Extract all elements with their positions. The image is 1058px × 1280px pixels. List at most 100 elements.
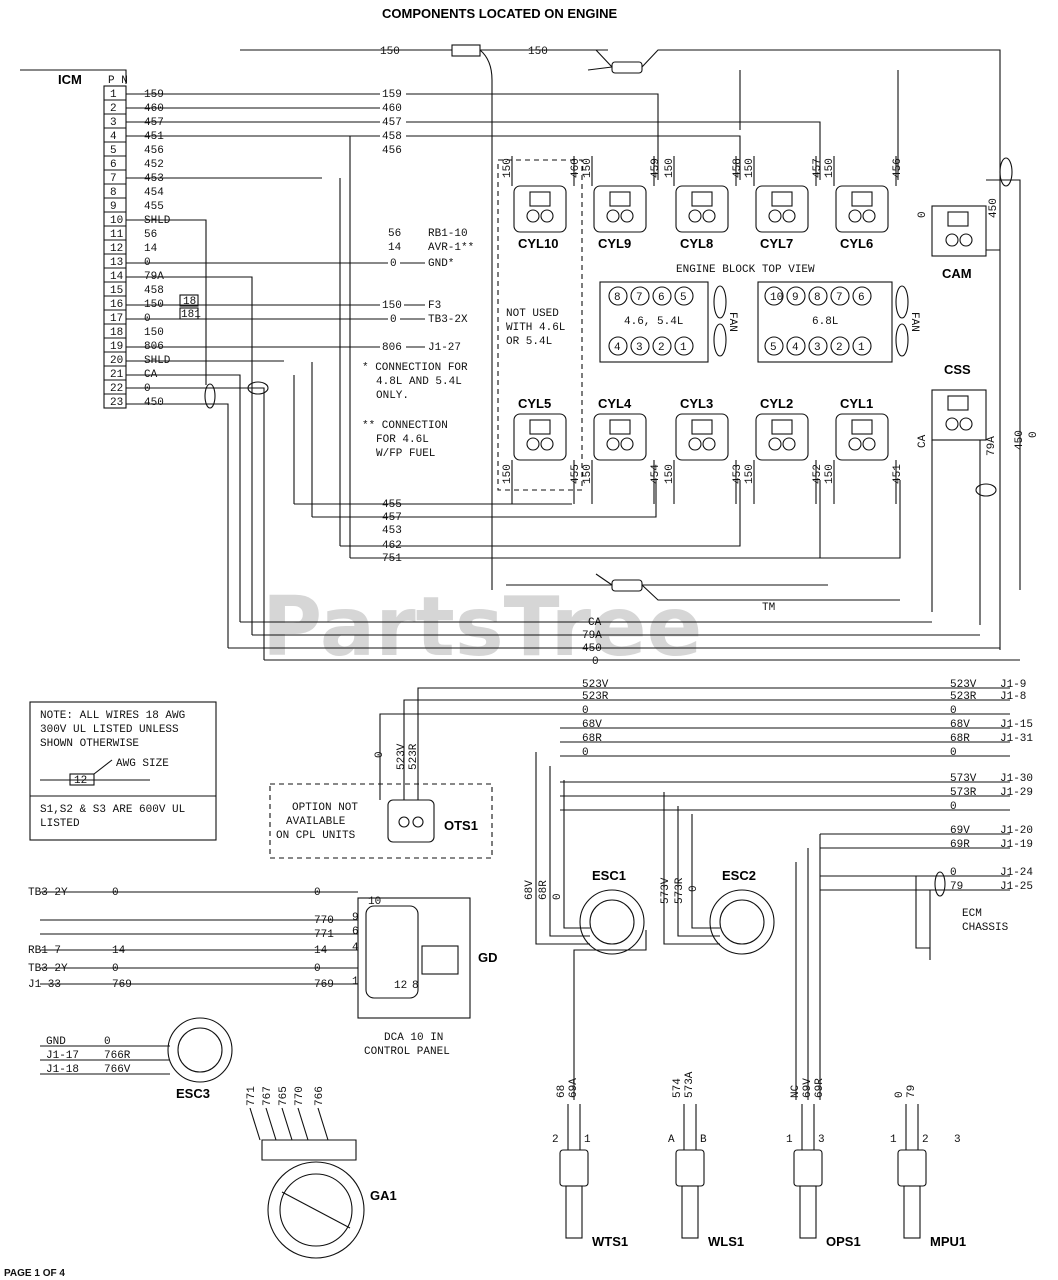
coil-body xyxy=(675,413,729,461)
right-wire-label: 69R xyxy=(950,839,970,851)
icm-wire-label: 452 xyxy=(144,159,164,171)
css-wire-450: 450 xyxy=(1014,430,1026,450)
ga-wire-label: 771 xyxy=(246,1086,258,1106)
coil-body xyxy=(835,413,889,461)
fuse-150 xyxy=(451,44,481,57)
icm-wire-label: SHLD xyxy=(144,215,171,227)
cylinder-label: CYL4 xyxy=(598,396,632,411)
sensor-pin-label: 1 xyxy=(786,1134,793,1146)
cylinder-wire-label: 150 xyxy=(824,464,836,484)
esc3-label: ESC3 xyxy=(176,1086,210,1101)
tie-150 xyxy=(587,66,613,71)
right-dest-label: J1-24 xyxy=(1000,867,1033,879)
right-wire-label: 69V xyxy=(950,825,970,837)
block-small-frame xyxy=(599,281,709,363)
not-used-label: NOT USED WITH 4.6L OR 5.4L xyxy=(506,308,572,348)
gd-pin-number: 10 xyxy=(368,896,381,908)
esc3-wire-source: J1-18 xyxy=(46,1064,79,1076)
bottom-wire-751: 751 xyxy=(382,553,402,565)
gd-wire-end: 770 xyxy=(314,915,334,927)
esc1-body xyxy=(579,889,645,955)
cylinder-label: CYL3 xyxy=(680,396,713,411)
note-divider xyxy=(30,779,216,797)
wire-457-low xyxy=(312,480,657,518)
block-cyl-bottom xyxy=(630,336,650,356)
gd-wire-source: J1-33 xyxy=(28,979,61,991)
icm-wire-label: 458 xyxy=(144,285,164,297)
ecm-chassis-label: ECM CHASSIS xyxy=(962,908,1009,934)
block-cyl-bottom xyxy=(608,336,628,356)
cam-pin2 xyxy=(959,233,973,247)
cylinder-label: CYL8 xyxy=(680,236,713,251)
awg-size-box xyxy=(69,773,95,786)
coil-pin xyxy=(688,437,702,451)
note-line3: SHOWN OTHERWISE xyxy=(40,738,139,750)
coil-latch xyxy=(771,419,793,435)
gd-wire-number: 0 xyxy=(112,887,119,899)
css-wire-ca: CA xyxy=(917,434,929,448)
coil-leads xyxy=(753,156,817,186)
coil-body xyxy=(593,185,647,233)
icm-pin-number: 14 xyxy=(110,271,124,283)
sensor-pin-label: 3 xyxy=(818,1134,825,1146)
icm-right-806: 806 xyxy=(382,342,402,354)
left-wire-label: 0 xyxy=(582,705,589,717)
icm-dest-gnd: GND* xyxy=(428,258,454,270)
esc1-wires xyxy=(535,752,590,945)
fan-small-b xyxy=(713,323,727,357)
ga-wire xyxy=(317,1107,329,1141)
icm-pin-number: 15 xyxy=(110,285,123,297)
icm-wire-label: 450 xyxy=(144,397,164,409)
esc2-wire-0: 0 xyxy=(688,885,700,892)
sensor-pin-label: 1 xyxy=(584,1134,591,1146)
icm-dest-j1-27: J1-27 xyxy=(428,342,461,354)
ots-pin2 xyxy=(412,816,424,828)
gd-pin-number: 4 xyxy=(352,942,359,954)
icm-right-56: 56 xyxy=(388,228,401,240)
coil-leads xyxy=(673,460,737,504)
cam-body xyxy=(931,205,987,257)
right-wire-label: 0 xyxy=(950,867,957,879)
coil-latch xyxy=(691,191,713,207)
sensor-leads xyxy=(905,1104,919,1150)
esc1-label: ESC1 xyxy=(592,868,626,883)
coil-pin xyxy=(620,437,634,451)
cam-label: CAM xyxy=(942,266,972,281)
sensor-wire-label: 573A xyxy=(684,1071,696,1098)
coil-pin xyxy=(862,437,876,451)
icm-shield-wires xyxy=(126,219,284,385)
icm-pin-number: 20 xyxy=(110,355,123,367)
cylinder-wire-label: 150 xyxy=(744,158,756,178)
icm-right-14: 14 xyxy=(388,242,402,254)
ots-wire-523r: 523R xyxy=(408,743,420,770)
ots-wire-0: 0 xyxy=(374,751,386,758)
css-latch xyxy=(947,395,969,411)
block-cyl-number: 5 xyxy=(680,292,687,304)
block-cyl-bottom xyxy=(808,336,828,356)
right-wire-label: 523V xyxy=(950,679,977,691)
coil-latch xyxy=(529,191,551,207)
cam-pin1 xyxy=(945,233,959,247)
icm-pin-number: 1 xyxy=(110,89,117,101)
icm-dest-f3: F3 xyxy=(428,300,441,312)
coil-pin xyxy=(620,209,634,223)
watermark: PartsTree xyxy=(262,580,702,675)
coil-body xyxy=(755,185,809,233)
cylinder-wire-label: 150 xyxy=(664,158,676,178)
block-cyl-bottom xyxy=(786,336,806,356)
coil-pin xyxy=(526,209,540,223)
note-line5: LISTED xyxy=(40,818,80,830)
icm-pin-number: 10 xyxy=(110,215,123,227)
cylinder-wire-label: 459 xyxy=(650,158,662,178)
block-cyl-number: 9 xyxy=(792,292,799,304)
sensor-probe xyxy=(903,1185,921,1239)
